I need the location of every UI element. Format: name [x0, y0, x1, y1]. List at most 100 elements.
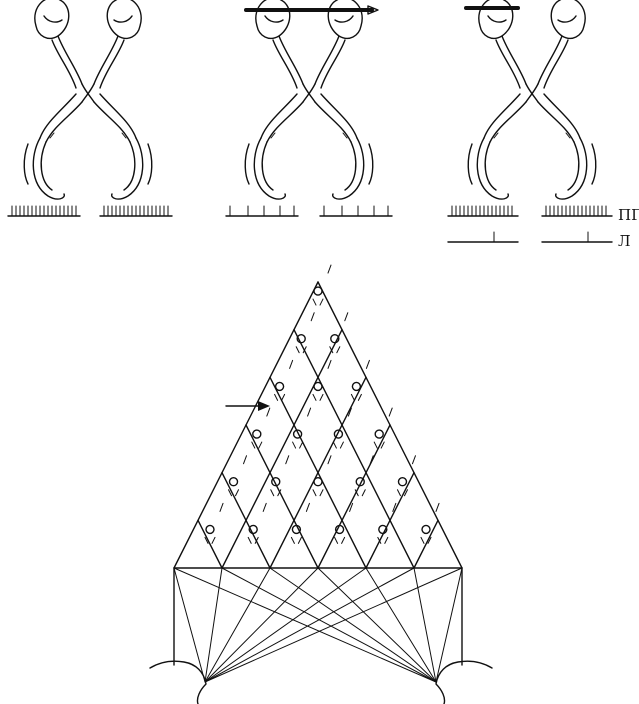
neuron-node — [334, 524, 345, 535]
chiasm-panel-3 — [464, 0, 597, 200]
projection-fiber — [269, 567, 437, 683]
dendrite-tick — [420, 536, 425, 544]
lattice-fiber — [221, 471, 271, 569]
dendrite-tick — [312, 298, 317, 306]
spike-train-3-right-upper — [541, 205, 613, 217]
dendrite-tick — [341, 536, 346, 544]
spike-trains: ПГ Л — [7, 205, 639, 250]
axon-tick — [266, 407, 271, 417]
retina-right — [435, 660, 493, 704]
axon-tick — [305, 502, 310, 512]
axon-tick — [349, 502, 354, 512]
projection-fiber — [173, 567, 206, 683]
lattice-fiber — [317, 424, 391, 569]
trace-label-upper: ПГ — [618, 206, 639, 224]
dendrite-tick — [302, 346, 307, 354]
axon-tick — [327, 359, 332, 369]
dendrite-tick — [334, 536, 339, 544]
dendrite-tick — [299, 441, 304, 449]
dendrite-tick — [235, 489, 240, 497]
neuron-node — [421, 524, 431, 535]
axon-tick — [365, 359, 370, 369]
spike-train-1-left — [7, 205, 81, 217]
dendrite-tick — [396, 489, 401, 497]
dendrite-tick — [336, 346, 341, 354]
axon-tick — [307, 407, 312, 417]
lattice-fiber — [293, 328, 415, 569]
dendrite-tick — [357, 393, 362, 401]
dendrite-tick — [312, 393, 317, 401]
neuron-node — [252, 429, 262, 439]
projection-fiber — [204, 567, 463, 683]
lattice-fiber — [197, 519, 223, 569]
projection-fiber — [204, 567, 223, 683]
dendrite-tick — [319, 393, 324, 401]
projection-fiber — [204, 567, 415, 683]
lattice-fiber — [413, 519, 439, 569]
neuron-node — [248, 524, 258, 535]
axon-tick — [310, 312, 315, 322]
dendrite-tick — [290, 536, 295, 544]
lattice-fiber — [245, 424, 319, 569]
neuron-node — [271, 477, 281, 487]
neuron-node — [374, 429, 384, 439]
dendrite-tick — [204, 536, 209, 544]
dendrite-tick — [251, 441, 256, 449]
neuron-node — [351, 381, 362, 392]
axon-tick — [344, 312, 349, 322]
axon-tick — [262, 502, 267, 512]
dendrite-tick — [339, 441, 344, 449]
projection-fiber — [365, 567, 437, 683]
dendrite-tick — [270, 489, 275, 497]
neuron-node — [330, 334, 340, 344]
dendrite-tick — [384, 536, 389, 544]
axon-tick — [327, 455, 332, 465]
chiasm-panel-1 — [23, 0, 153, 200]
neuron-node — [228, 477, 239, 487]
dendrite-tick — [297, 536, 302, 544]
axon-tick — [289, 359, 294, 369]
dendrite-tick — [258, 441, 263, 449]
axon-tick — [388, 407, 393, 417]
dendrite-tick — [211, 536, 216, 544]
spike-train-2-right — [319, 205, 393, 217]
dendrite-tick — [329, 346, 334, 354]
dendrite-tick — [380, 441, 385, 449]
neuron-node — [274, 381, 285, 392]
axon-tick — [285, 455, 290, 465]
axon-tick — [369, 455, 374, 465]
spike-train-1-right — [99, 205, 173, 217]
dendrite-tick — [377, 536, 382, 544]
axon-tick — [411, 455, 416, 465]
projection-fiber — [221, 567, 437, 683]
projection-fiber — [413, 567, 437, 683]
neuron-node — [378, 524, 388, 535]
neuron-network — [173, 264, 463, 683]
neuron-node — [313, 477, 323, 487]
dendrite-tick — [281, 393, 286, 401]
axon-tick — [435, 502, 440, 512]
pointer-arrow — [225, 401, 270, 411]
dendrite-tick — [332, 441, 337, 449]
dendrite-tick — [312, 489, 317, 497]
spike-train-2-left — [225, 205, 299, 217]
dendrite-tick — [295, 346, 300, 354]
axon-tick — [219, 502, 224, 512]
spike-train-3-left-upper — [447, 205, 519, 217]
dendrite-tick — [319, 298, 324, 306]
lattice-fiber — [269, 376, 367, 569]
projection-fiber — [204, 567, 319, 683]
dendrite-tick — [403, 489, 408, 497]
axon-tick — [392, 502, 397, 512]
axon-tick — [327, 264, 332, 274]
projection-fiber — [204, 567, 271, 683]
dendrite-tick — [247, 536, 252, 544]
dendrite-tick — [427, 536, 432, 544]
neuron-node — [291, 524, 302, 535]
neuron-node — [333, 429, 344, 439]
neuron-node — [397, 477, 408, 487]
neuron-node — [205, 524, 215, 535]
neuron-node — [313, 286, 323, 296]
projection-fiber — [204, 567, 367, 683]
projection-fiber — [173, 567, 437, 683]
